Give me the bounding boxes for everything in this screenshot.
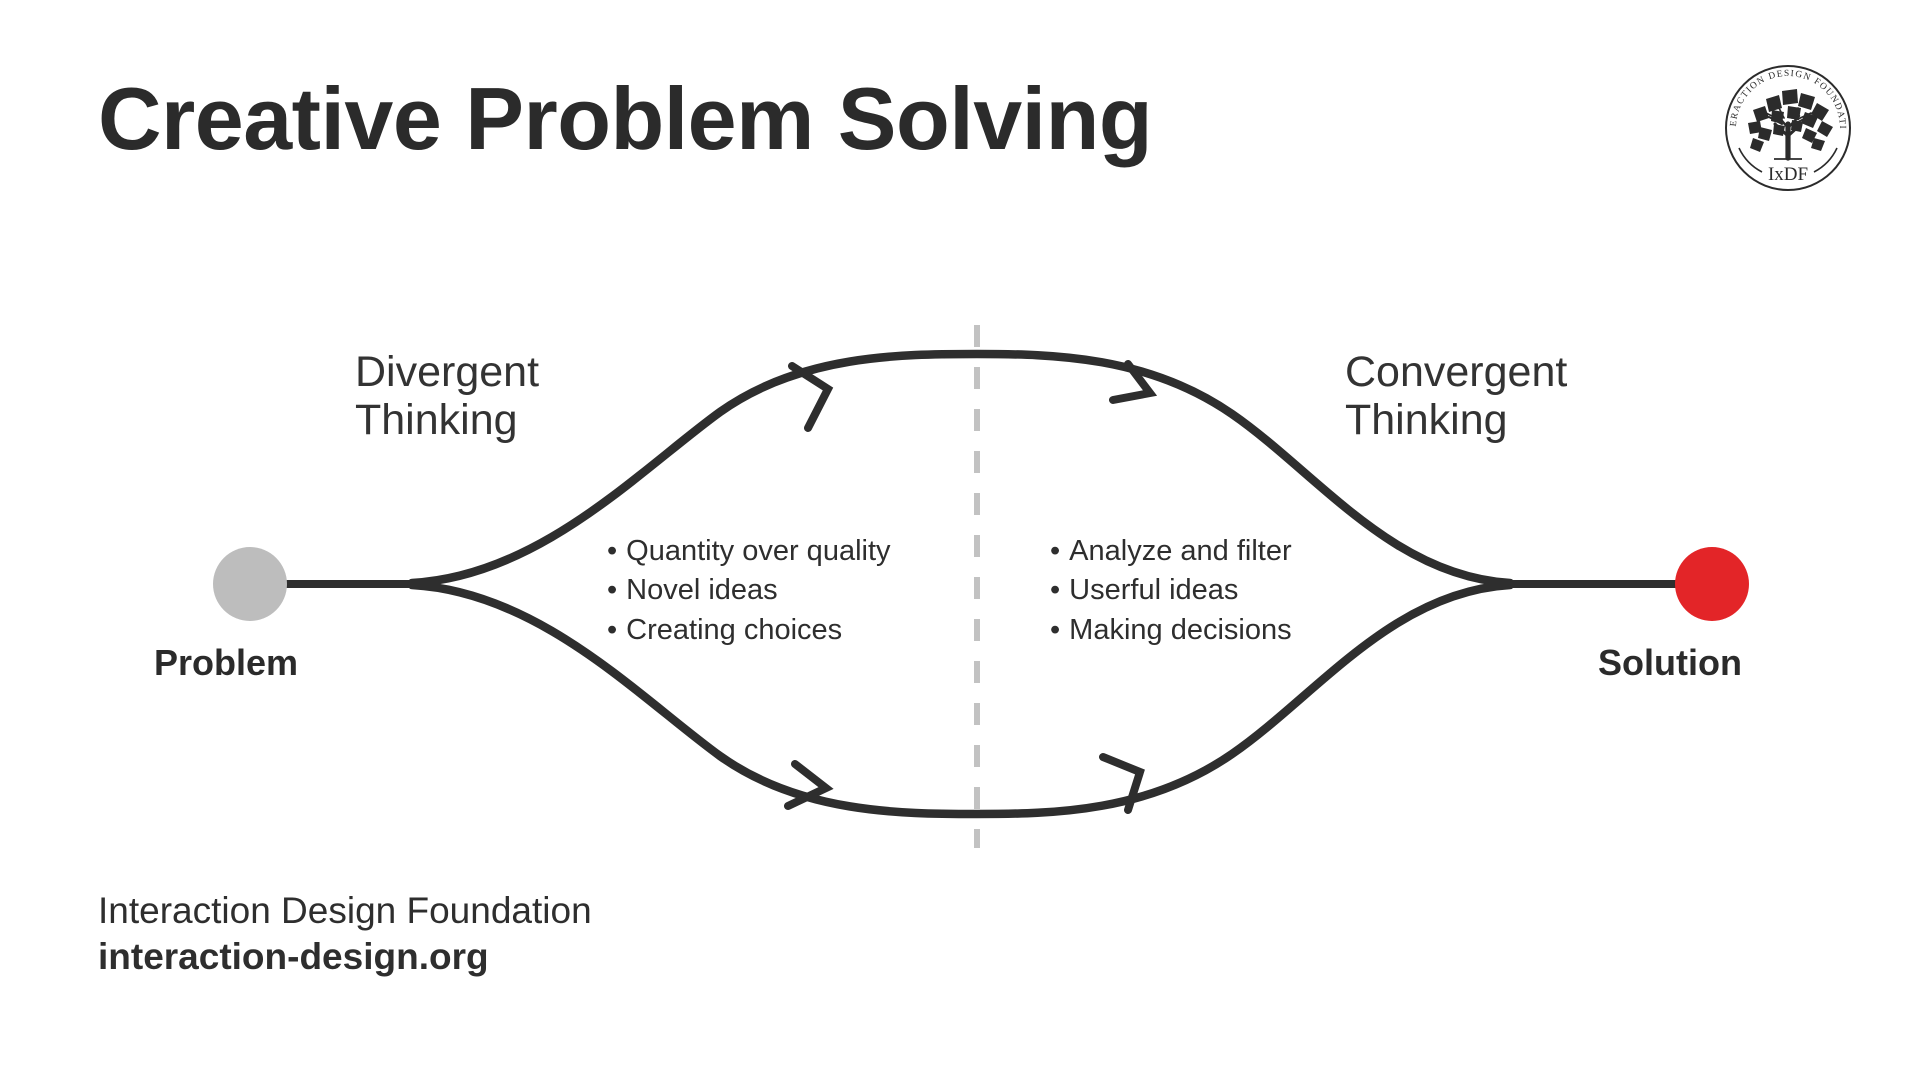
problem-node-label: Problem [154, 642, 299, 683]
phase-heading-convergent: Convergent Thinking [1345, 348, 1568, 445]
list-item-label: Novel ideas [626, 574, 778, 607]
bullet-dot-icon: • [1050, 574, 1061, 607]
problem-node [213, 547, 287, 621]
list-item-label: Userful ideas [1069, 574, 1239, 607]
bullet-dot-icon: • [607, 535, 618, 567]
list-item-label: Making decisions [1069, 613, 1292, 646]
solution-node-label: Solution [1598, 642, 1742, 683]
arrowhead-lower-left [784, 760, 834, 810]
arrowhead-upper-right [1109, 360, 1158, 404]
lower-lens-curve [407, 580, 1515, 819]
list-item-label: Analyze and filter [1069, 535, 1292, 567]
arrowhead-upper-left [788, 362, 834, 432]
bullet-list-convergent: •Analyze and filter •Userful ideas •Maki… [1050, 532, 1292, 650]
list-item: •Quantity over quality [607, 532, 891, 571]
bullet-dot-icon: • [1050, 535, 1061, 567]
phase-heading-divergent: Divergent Thinking [355, 348, 540, 445]
bullet-list-divergent: •Quantity over quality •Novel ideas •Cre… [607, 532, 891, 650]
list-item: •Creating choices [607, 611, 891, 650]
arrowhead-lower-right [1099, 753, 1145, 814]
list-item: •Novel ideas [607, 571, 891, 610]
footer-url: interaction-design.org [98, 936, 489, 978]
list-item: •Analyze and filter [1050, 532, 1292, 571]
logo-monogram: IxDF [1768, 164, 1808, 185]
ixdf-logo: INTERACTION DESIGN FOUNDATION [1718, 55, 1854, 194]
footer: Interaction Design Foundation interactio… [98, 888, 592, 981]
solution-node [1675, 547, 1749, 621]
list-item: •Userful ideas [1050, 571, 1292, 610]
bullet-dot-icon: • [607, 574, 618, 607]
bullet-dot-icon: • [1050, 613, 1061, 646]
upper-lens-curve [407, 349, 1515, 588]
list-item-label: Quantity over quality [626, 535, 891, 567]
page-title: Creative Problem Solving [98, 69, 1153, 168]
bullet-dot-icon: • [607, 613, 618, 646]
footer-organization: Interaction Design Foundation [98, 890, 592, 931]
list-item-label: Creating choices [626, 613, 843, 646]
list-item: •Making decisions [1050, 611, 1292, 650]
